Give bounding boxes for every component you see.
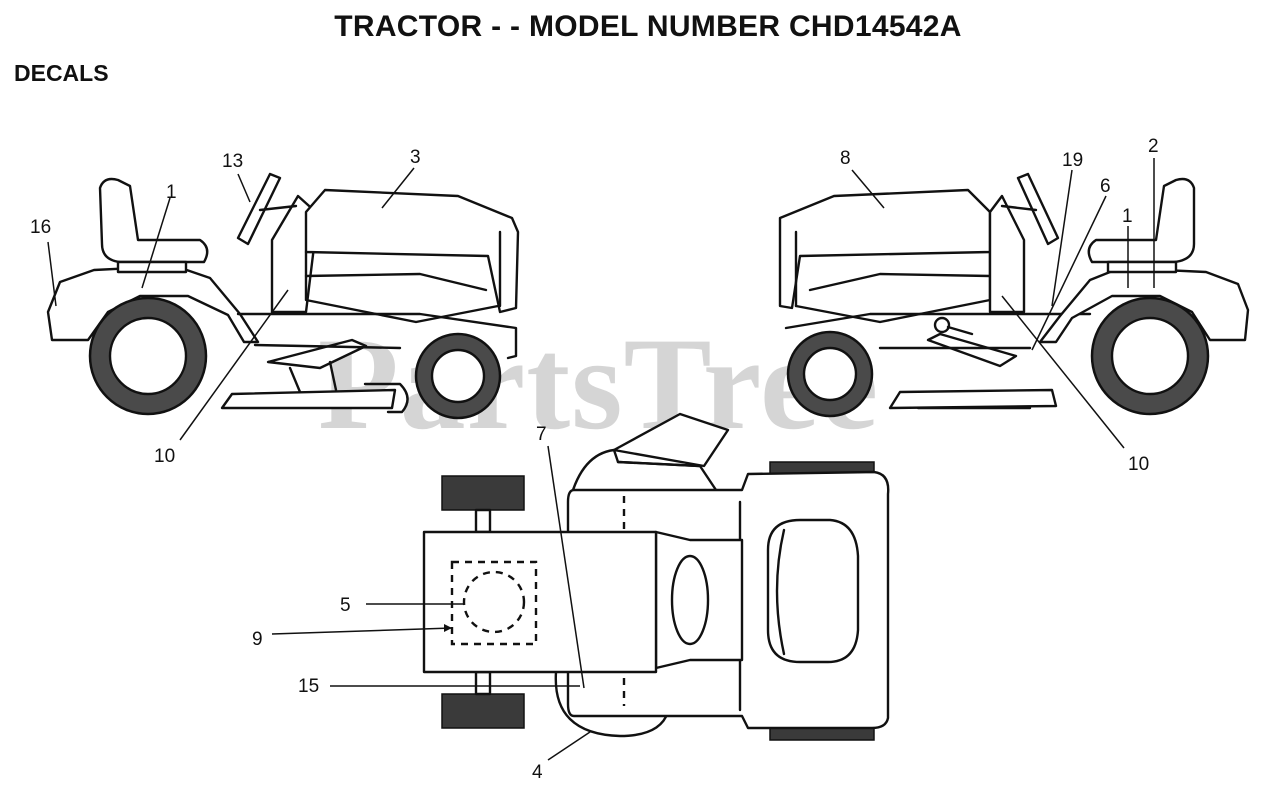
callout-19: 19 [1062, 150, 1083, 171]
rear-wheel-hub [108, 316, 188, 396]
seat-dashed-outline [450, 560, 538, 646]
pedal-right [926, 332, 1018, 368]
rear-tire-top-left [441, 475, 525, 511]
fender-seat-block [422, 530, 658, 674]
leader-19 [1051, 169, 1073, 307]
axle-bottom [474, 670, 492, 696]
leader-13 [237, 173, 251, 203]
frame-bottom [253, 343, 402, 350]
seat-right [1087, 177, 1196, 264]
deck-bottom-edge [554, 670, 670, 738]
frame-side [236, 312, 518, 360]
leader-1-left [141, 197, 171, 289]
callout-9: 9 [252, 629, 263, 650]
rear-tire-top-right [441, 693, 525, 729]
ignition-key-knob [933, 316, 951, 334]
callout-10-right: 10 [1128, 454, 1149, 475]
leader-10-left [179, 289, 289, 441]
hood-crease-right [808, 272, 992, 292]
mower-deck [220, 388, 397, 410]
front-tire-top-right [769, 727, 875, 741]
axle-top [474, 508, 492, 534]
ignition-key-stem [946, 325, 974, 336]
rear-hub-right [1110, 316, 1190, 396]
pedal-linkage [288, 360, 338, 394]
callout-4: 4 [532, 762, 543, 783]
callout-6: 6 [1100, 176, 1111, 197]
steering-hub [670, 554, 710, 646]
callout-8: 8 [840, 148, 851, 169]
engine-cover [766, 518, 860, 664]
arrow-9 [444, 624, 452, 632]
tractor-top-view: 7 5 9 15 4 [252, 412, 890, 783]
leader-3 [381, 167, 415, 209]
steering-column [258, 204, 298, 212]
engine-curve [775, 528, 786, 656]
leader-8 [851, 169, 885, 209]
callout-3: 3 [410, 147, 421, 168]
seat-base-right [1106, 260, 1178, 274]
front-hub-right [802, 346, 858, 402]
deck-top-edge [568, 448, 717, 501]
leader-6 [1031, 195, 1107, 351]
pedal [266, 338, 368, 370]
leader-7 [547, 445, 585, 689]
section-heading: DECALS [14, 60, 109, 86]
front-wheel-hub [430, 348, 486, 404]
discharge-chute [612, 412, 730, 468]
diagram-title: TRACTOR - - MODEL NUMBER CHD14542A [334, 10, 962, 43]
seat-dashed-circle [462, 570, 526, 634]
steering-wheel [236, 172, 282, 246]
leader-16 [47, 241, 57, 307]
hood [304, 188, 520, 314]
mower-deck-right [888, 388, 1058, 410]
hood-crease [304, 272, 488, 292]
callout-10-left: 10 [154, 446, 175, 467]
steering-column-right [1000, 204, 1038, 212]
callout-13: 13 [222, 151, 243, 172]
leader-10-right [1001, 295, 1125, 449]
tractor-left-side-view: 16 1 13 3 10 [30, 147, 520, 467]
leader-9 [271, 627, 453, 635]
steering-wheel-right [1016, 172, 1060, 246]
callout-1-right: 1 [1122, 206, 1133, 227]
chute-seam [616, 460, 702, 468]
callout-7: 7 [536, 424, 547, 445]
callout-16: 16 [30, 217, 51, 238]
deck-chute [363, 382, 409, 414]
tractor-right-side-view: 8 19 2 6 1 10 [778, 136, 1250, 475]
callout-5: 5 [340, 595, 351, 616]
dash-console-right [988, 194, 1026, 314]
callout-2: 2 [1148, 136, 1159, 157]
leader-4 [547, 731, 591, 761]
seat-base [116, 260, 188, 274]
callout-1-left: 1 [166, 182, 177, 203]
callout-15: 15 [298, 676, 319, 697]
seat [98, 177, 209, 264]
